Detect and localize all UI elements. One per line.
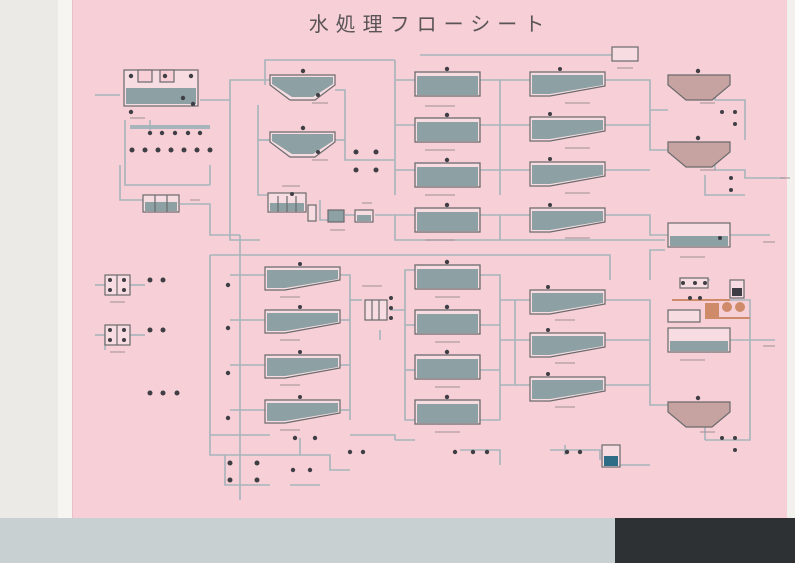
caption-marks [110, 67, 790, 433]
dewatering-unit [667, 277, 750, 323]
filter-bank-top [414, 66, 481, 233]
pipe-network [95, 54, 785, 500]
valves-lower-left [225, 282, 231, 421]
valve-group-intake [128, 73, 196, 115]
chemical-tank-1 [104, 274, 131, 296]
treated-water-tank-1 [667, 222, 731, 248]
sludge-thickener-2 [667, 135, 733, 192]
clarifier-cone-1 [269, 68, 336, 101]
mixing-tank-left [142, 194, 180, 213]
small-tank-top-right [611, 46, 639, 62]
treated-water-tank-2 [667, 327, 731, 353]
chlorine-tank [601, 444, 621, 468]
diagram-title: 水処理フローシート [308, 12, 552, 36]
sludge-thickener-1 [667, 68, 737, 126]
small-tanks-middle [307, 204, 374, 223]
settling-tanks-top [529, 67, 606, 233]
chemical-tank-2 [104, 324, 131, 346]
sludge-thickener-3 [667, 395, 737, 452]
background-bottom-strip [0, 518, 795, 563]
filter-bank-lower [414, 259, 481, 425]
clarifier-cone-2 [269, 125, 336, 158]
background-dark-corner [615, 518, 795, 563]
chemical-feed-unit [364, 296, 393, 321]
flocculation-tank [267, 192, 307, 213]
intake-basin [123, 69, 199, 107]
valve-pairs-left [147, 277, 180, 396]
settling-tanks-lower-right [529, 285, 606, 402]
valve-manifold-upper [129, 125, 213, 153]
settling-tanks-lower-left [264, 262, 341, 424]
valve-cluster-middle [353, 149, 379, 173]
valves-bottom [227, 435, 583, 483]
background-left-edge [58, 0, 72, 520]
background-left-strip [0, 0, 58, 563]
